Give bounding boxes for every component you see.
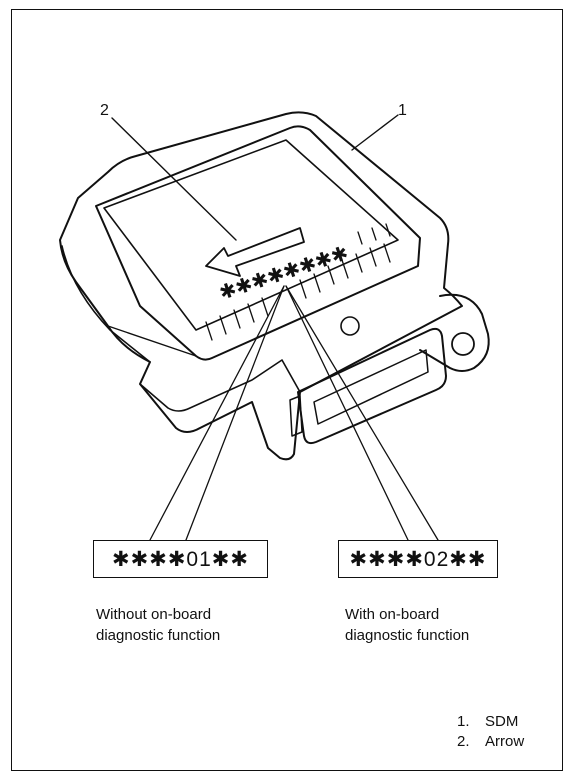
sdm-connector — [297, 327, 447, 445]
legend-item-sdm: 1. SDM — [457, 712, 524, 732]
legend-num: 2. — [457, 733, 470, 750]
code-without-text: ✱✱✱✱01✱✱ — [112, 547, 249, 571]
leader-line-2 — [111, 117, 237, 241]
caption-without: Without on-board diagnostic function — [96, 604, 220, 646]
legend: 1. SDM 2. Arrow — [457, 712, 524, 752]
legend-num: 1. — [457, 713, 470, 730]
figure-frame — [11, 9, 563, 771]
callout-number-2: 2 — [100, 102, 109, 119]
caption-without-line1: Without on-board — [96, 606, 212, 623]
code-box-without: ✱✱✱✱01✱✱ — [93, 540, 268, 578]
legend-text: Arrow — [485, 733, 525, 750]
caption-with-line2: diagnostic function — [345, 627, 470, 644]
sdm-housing — [59, 111, 463, 461]
mounting-bracket — [419, 293, 490, 372]
caption-with-line1: With on-board — [345, 606, 440, 623]
caption-with: With on-board diagnostic function — [345, 604, 469, 646]
direction-arrow — [205, 227, 305, 277]
code-with-text: ✱✱✱✱02✱✱ — [349, 547, 487, 571]
legend-text: SDM — [485, 713, 519, 730]
caption-without-line2: diagnostic function — [96, 627, 221, 644]
legend-item-arrow: 2. Arrow — [457, 732, 524, 752]
callout-number-1: 1 — [398, 102, 407, 119]
leader-line-1 — [351, 114, 399, 151]
sdm-lid — [95, 125, 421, 361]
code-box-with: ✱✱✱✱02✱✱ — [338, 540, 498, 578]
sdm-label-panel — [103, 139, 399, 331]
